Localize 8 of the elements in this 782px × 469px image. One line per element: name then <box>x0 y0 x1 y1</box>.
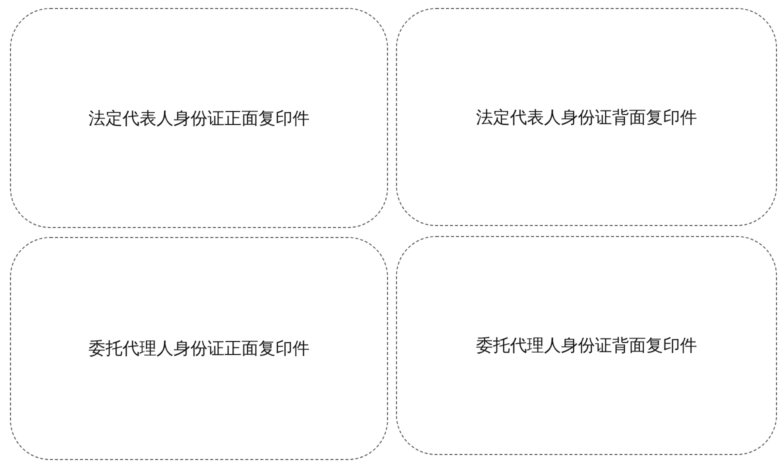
box-label: 法定代表人身份证背面复印件 <box>476 106 697 128</box>
box-label: 法定代表人身份证正面复印件 <box>88 108 310 130</box>
box-label: 委托代理人身份证正面复印件 <box>88 338 310 360</box>
placeholder-box <box>10 8 388 228</box>
placeholder-box <box>396 236 777 455</box>
box-label: 委托代理人身份证背面复印件 <box>476 335 697 357</box>
placeholder-box <box>396 8 777 226</box>
placeholder-box <box>10 237 388 460</box>
